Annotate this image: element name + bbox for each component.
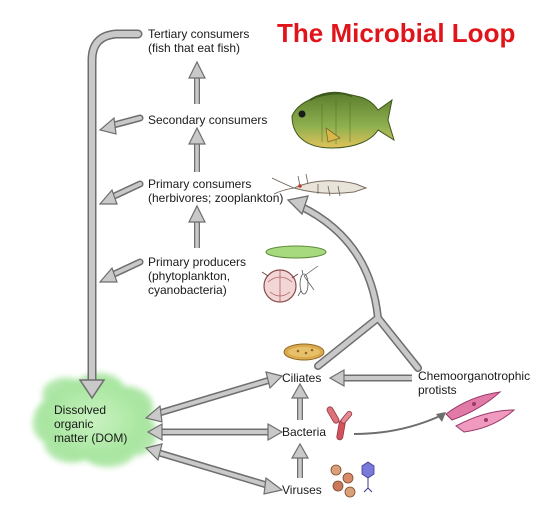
curved-arrow-to-primary-consumers xyxy=(286,195,422,372)
tertiary-label-2: (fish that eat fish) xyxy=(148,41,240,55)
ciliate-illustration xyxy=(283,343,325,361)
arrow-viruses-to-bacteria xyxy=(290,442,310,478)
dom-label-3: matter (DOM) xyxy=(54,431,127,445)
arrow-bacteria-to-protists xyxy=(353,412,446,435)
arrow-dom-bacteria xyxy=(146,422,284,442)
arrow-dom-viruses xyxy=(144,443,284,495)
bacteria-label: Bacteria xyxy=(282,425,326,439)
side-arrow-primary-consumers xyxy=(98,180,144,205)
ciliates-label: Ciliates xyxy=(282,371,321,385)
protists-label-1: Chemoorganotrophic xyxy=(418,369,530,383)
virus-illustration xyxy=(330,461,375,498)
diagram-title: The Microbial Loop xyxy=(277,18,515,48)
bacteria-illustration xyxy=(326,406,353,441)
up-arrow-producers-to-consumers xyxy=(188,204,206,248)
dom-label-1: Dissolved xyxy=(54,403,106,417)
side-arrow-primary-producers xyxy=(98,258,144,283)
tertiary-label-1: Tertiary consumers xyxy=(148,27,249,41)
primary-consumers-label-2: (herbivores; zooplankton) xyxy=(148,191,283,205)
protist-illustration xyxy=(445,391,516,433)
dom-label-2: organic xyxy=(54,417,93,431)
up-arrow-primary-to-secondary xyxy=(188,126,206,172)
viruses-label: Viruses xyxy=(282,483,322,497)
primary-producers-label-2: (phytoplankton, xyxy=(148,269,230,283)
arrow-protists-to-ciliates xyxy=(328,368,412,388)
protists-label-2: protists xyxy=(418,383,457,397)
dom-cloud xyxy=(32,372,157,468)
zooplankton-illustration xyxy=(271,173,368,197)
side-arrow-secondary xyxy=(98,114,144,135)
primary-consumers-label-1: Primary consumers xyxy=(148,177,251,191)
return-arrow xyxy=(78,29,143,400)
primary-producers-label-3: cyanobacteria) xyxy=(148,283,227,297)
secondary-label: Secondary consumers xyxy=(148,113,267,127)
primary-producers-label-1: Primary producers xyxy=(148,255,246,269)
phytoplankton-illustration xyxy=(261,245,327,303)
up-arrow-secondary-to-tertiary xyxy=(188,60,206,104)
arrow-bacteria-to-ciliates xyxy=(290,382,310,420)
arrow-dom-ciliates xyxy=(144,371,284,423)
fish-illustration xyxy=(291,91,395,149)
